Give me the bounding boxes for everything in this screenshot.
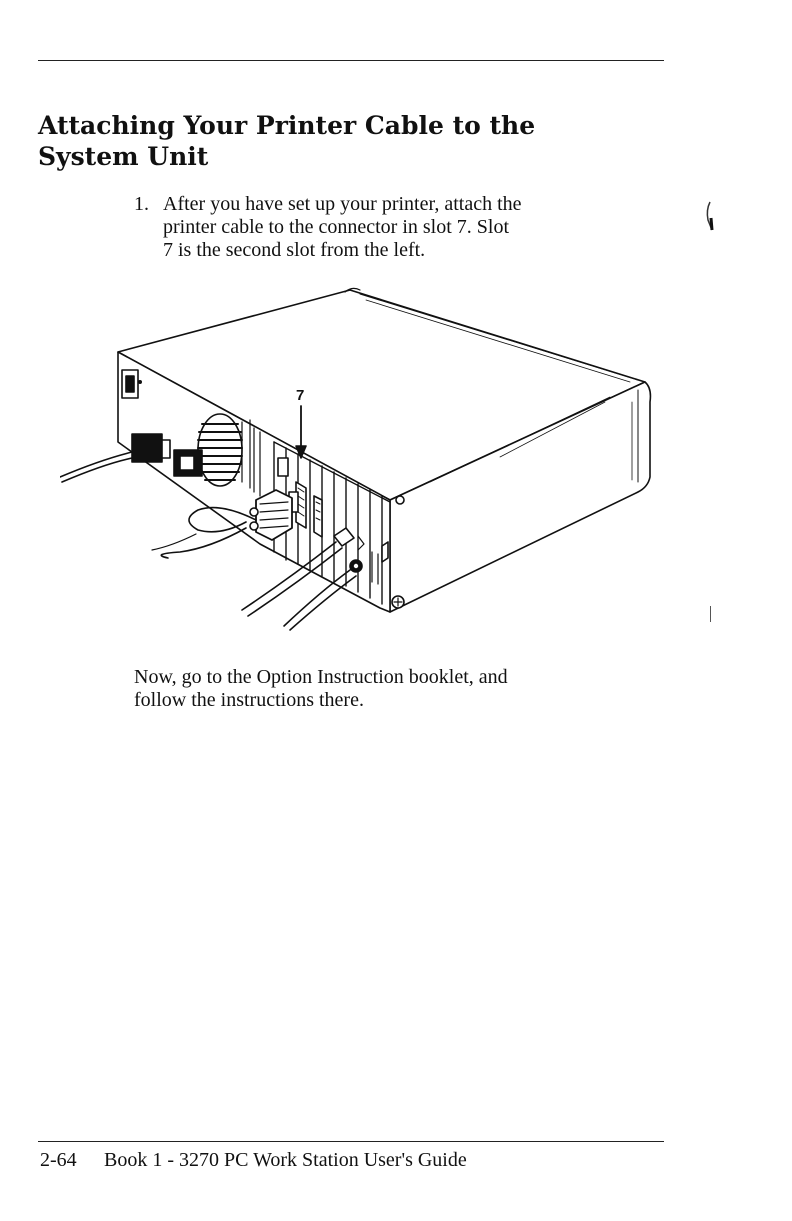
step-line-1: After you have set up your printer, atta… [163,193,522,215]
cable-1 [241,541,337,611]
case-right-side [389,381,652,613]
page-heading: Attaching Your Printer Cable to the Syst… [38,110,638,172]
system-unit-illustration: 7 [60,282,660,632]
closing-line-1: Now, go to the Option Instruction bookle… [134,666,508,688]
closing-line-2: follow the instructions there. [134,689,364,711]
step-number: 1. [134,193,149,215]
printer-cable [188,506,257,533]
margin-mark [706,201,714,231]
page-footer: 2-64 Book 1 - 3270 PC Work Station User's… [40,1148,660,1172]
power-cord [60,451,133,478]
power-plug [131,433,163,463]
book-title: Book 1 - 3270 PC Work Station User's Gui… [104,1149,467,1171]
step-text: After you have set up your printer, atta… [163,193,668,262]
cable-2 [283,569,351,627]
step-line-2: printer cable to the connector in slot 7… [163,216,510,238]
margin-tick [710,606,711,622]
printer-cable-connector [249,489,293,541]
slot-7-callout: 7 [296,387,304,404]
step-line-3: 7 is the second slot from the left. [163,239,426,261]
heading-line-2: System Unit [38,142,209,171]
fan-grill [197,413,243,487]
page-number: 2-64 [40,1149,77,1171]
bottom-rule [38,1141,664,1142]
top-rule [38,60,664,61]
closing-paragraph: Now, go to the Option Instruction bookle… [134,666,654,712]
heading-line-1: Attaching Your Printer Cable to the [38,111,536,140]
